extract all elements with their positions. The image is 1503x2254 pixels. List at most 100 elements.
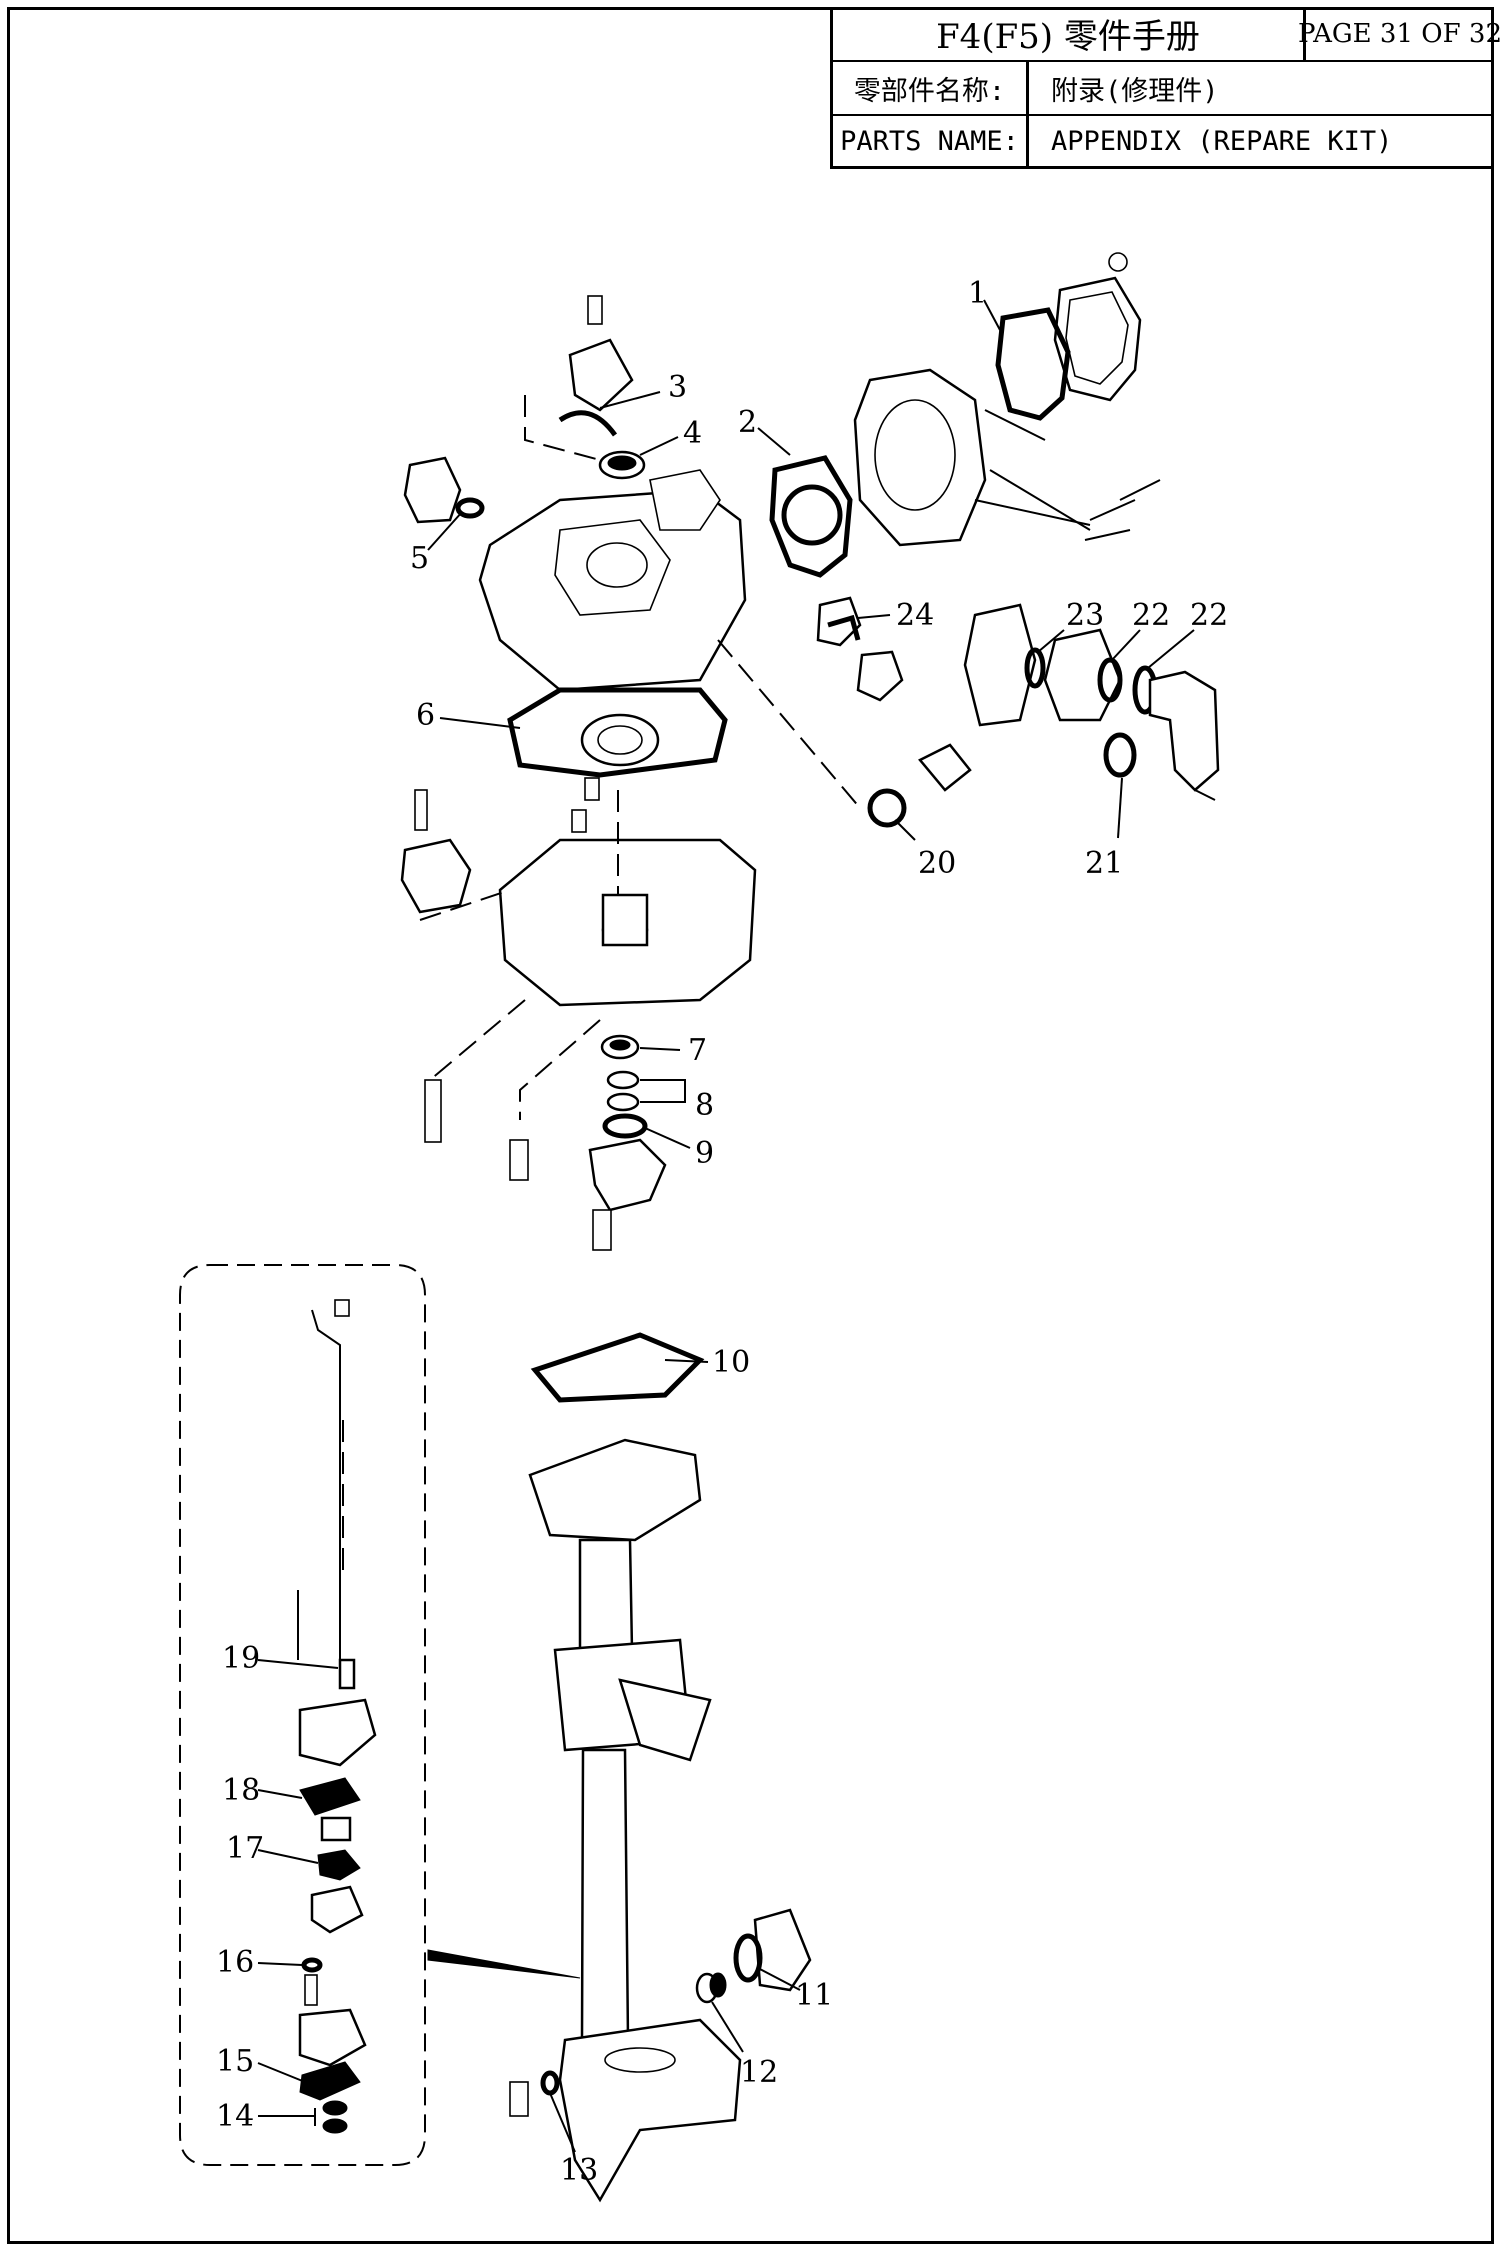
callout-18: 18 <box>222 1773 260 1808</box>
parts-name-label-cn: 零部件名称: <box>833 62 1029 114</box>
manual-title: F4(F5) 零件手册 <box>936 17 1200 57</box>
intake-manifold-gasket <box>1103 732 1137 778</box>
leader-22b <box>1147 629 1195 669</box>
callout-19: 19 <box>222 1641 260 1676</box>
page-number: PAGE 31 OF 32 <box>1298 7 1502 60</box>
dowel-pin-1 <box>584 777 600 801</box>
pump-base-plate <box>298 2008 367 2067</box>
align-line-4 <box>429 999 526 1081</box>
callout-6: 6 <box>416 698 435 733</box>
callout-10: 10 <box>712 1345 750 1380</box>
leader-7 <box>639 1047 681 1051</box>
parts-name-label-en: PARTS NAME: <box>833 116 1029 166</box>
cover-bolt <box>587 295 603 325</box>
leader-24 <box>857 614 891 619</box>
drain-screw <box>509 2081 529 2117</box>
head-bolt-2 <box>989 469 1091 531</box>
carburetor-silencer <box>963 603 1037 727</box>
head-bolt-4 <box>1089 499 1136 521</box>
drive-shaft-seal-1 <box>322 2100 348 2116</box>
leader-2 <box>757 427 791 456</box>
align-line-5 <box>519 1019 601 1120</box>
dowel-pin-2 <box>571 809 587 833</box>
combustion-chamber <box>874 399 956 511</box>
crankcase-gasket <box>507 687 728 778</box>
leader-4 <box>639 436 679 456</box>
upper-casing-neck <box>578 1538 634 1652</box>
callout-labels: 1 2 3 4 5 6 7 8 9 10 11 12 13 14 15 16 1… <box>216 276 1228 2188</box>
impeller <box>317 1849 361 1881</box>
parts-name-en-row: PARTS NAME: APPENDIX (REPARE KIT) <box>833 116 1494 166</box>
carburetor-body <box>1043 628 1122 722</box>
leader-20 <box>894 819 916 841</box>
leader-18 <box>257 1789 303 1799</box>
head-bolt-6 <box>1084 529 1131 541</box>
callout-5: 5 <box>410 541 429 576</box>
spacer-lower <box>606 1092 640 1112</box>
leader-8 <box>640 1079 686 1103</box>
drawing-frame <box>7 7 1494 2244</box>
block-boss <box>649 469 721 531</box>
head-bolt-5 <box>1119 479 1161 501</box>
oil-filler-cap <box>918 743 972 792</box>
callout-3: 3 <box>668 370 687 405</box>
parts-name-value-en: APPENDIX (REPARE KIT) <box>1051 125 1393 157</box>
title-row: F4(F5) 零件手册 PAGE 31 OF 32 <box>833 7 1502 62</box>
parts-name-value-cn: 附录(修理件) <box>1051 75 1219 107</box>
cylinder-head-gasket <box>769 455 853 578</box>
propeller-shaft-housing <box>753 1908 812 1992</box>
callout-15: 15 <box>216 2044 254 2079</box>
tube-fitting <box>334 1299 350 1317</box>
head-cover-bolt <box>1108 252 1128 272</box>
leader-9 <box>644 1127 691 1149</box>
lower-unit-assembly <box>427 1332 812 2203</box>
leader-17 <box>257 1849 319 1864</box>
exhaust-plate <box>528 1438 702 1542</box>
carburetor-gasket-22a <box>1097 657 1123 703</box>
callout-12: 12 <box>740 2055 778 2090</box>
gear-case-top <box>604 2047 676 2073</box>
leader-14 <box>258 2108 316 2126</box>
callout-17: 17 <box>226 1831 264 1866</box>
anti-ventilation-fin <box>618 1678 712 1762</box>
starter-bolt <box>414 789 428 831</box>
pump-base-gasket <box>299 2061 361 2101</box>
short-bolt-2 <box>592 1209 612 1251</box>
short-bolt-1 <box>509 1139 529 1181</box>
leader-10 <box>664 1359 709 1363</box>
spacer-upper <box>606 1070 640 1090</box>
crankshaft-bore <box>586 542 648 588</box>
water-tube <box>311 1309 341 1660</box>
leader-12 <box>711 2001 744 2053</box>
oil-seal-upper-ring <box>607 455 637 471</box>
align-line-3 <box>419 889 511 921</box>
callout-16: 16 <box>216 1945 254 1980</box>
callout-8: 8 <box>695 1088 714 1123</box>
water-pump-inset <box>179 1264 426 2166</box>
leader-6 <box>439 717 521 729</box>
thermostat-gasket <box>827 614 861 641</box>
pump-o-ring <box>301 1957 323 1973</box>
oil-filler-o-ring <box>867 788 907 828</box>
shaft-housing-o-ring <box>733 1933 763 1983</box>
pump-housing-gasket <box>299 1777 361 1816</box>
oil-seal-lower-ring <box>609 1039 631 1051</box>
callout-22b: 22 <box>1190 598 1228 633</box>
callout-leaders <box>257 299 1195 2153</box>
leader-11 <box>757 1967 801 1991</box>
leader-22a <box>1111 629 1141 661</box>
fuel-pump-body <box>403 456 462 524</box>
leader-19 <box>257 1659 339 1669</box>
lower-crank-sleeve <box>601 893 649 947</box>
engine-upper-assembly <box>400 252 1220 1251</box>
inset-dashed-border <box>179 1264 426 2166</box>
align-line-2 <box>717 639 861 809</box>
leader-5 <box>427 511 463 551</box>
drive-shaft-seal-2 <box>322 2118 348 2134</box>
drain-screw-gasket <box>540 2070 560 2096</box>
pump-housing <box>298 1698 377 1767</box>
prop-shaft-seal-2 <box>709 1972 727 1998</box>
head-cover-inner <box>1065 291 1129 385</box>
exhaust-gasket <box>530 1332 705 1403</box>
